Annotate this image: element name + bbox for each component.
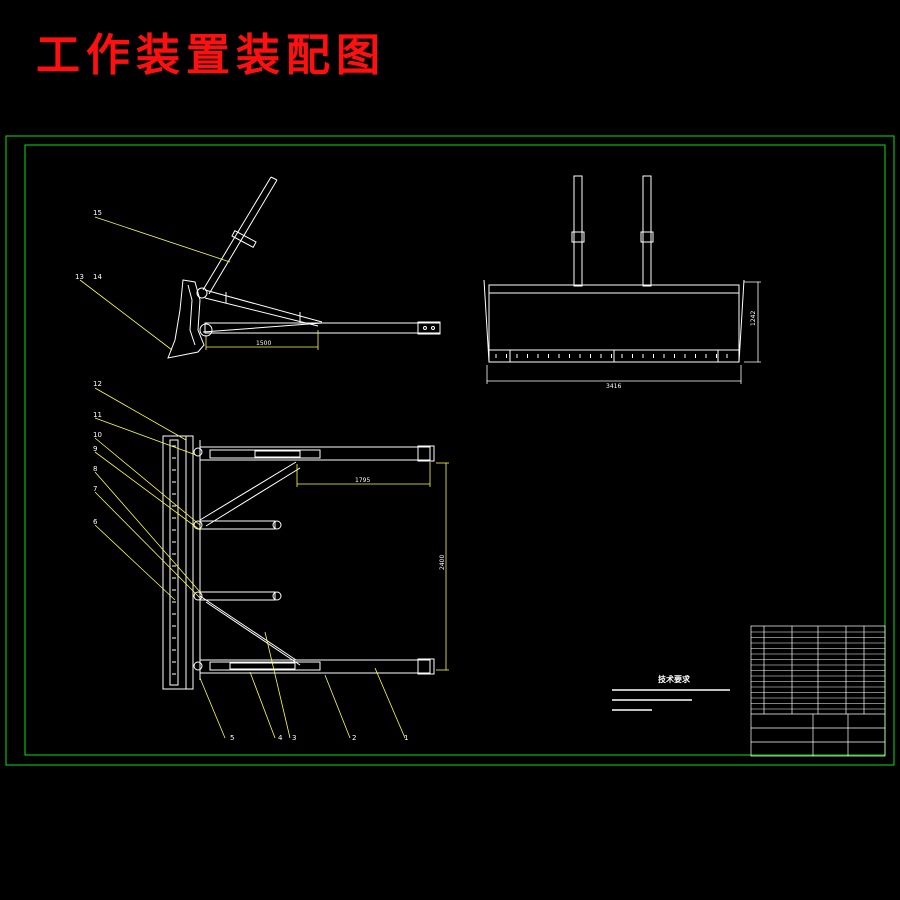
dim-side-length: 1500 (256, 340, 271, 347)
side-lift-rod-b (208, 179, 278, 295)
sheet-frame (5, 135, 895, 766)
front-edge-bolts (495, 354, 728, 358)
plan-lift-cyl-lower (199, 591, 276, 601)
front-view (483, 175, 745, 363)
leader-6 (94, 524, 176, 601)
front-dimension-lines (486, 281, 761, 384)
dim-plan-width: 2400 (439, 555, 446, 570)
side-blade-pin-top (196, 287, 208, 299)
dim-plan-length: 1795 (355, 477, 370, 484)
part-label-14: 14 (93, 273, 102, 281)
plan-pin-3 (193, 591, 203, 601)
part-label-8: 8 (93, 465, 97, 473)
front-end-bit-left (483, 279, 490, 363)
part-label-6: 6 (93, 518, 98, 526)
title-block (750, 625, 886, 757)
part-leaders (79, 216, 406, 739)
side-rear-pin-a (423, 326, 427, 330)
part-label-11: 11 (93, 411, 102, 419)
front-end-bit-right (738, 279, 745, 363)
front-blade-top (488, 284, 740, 294)
inner-border (24, 144, 886, 756)
tech-requirements-lines (612, 689, 730, 711)
leader-5 (199, 677, 226, 739)
parts-list-rows (751, 631, 885, 710)
side-blade-inner (187, 284, 196, 346)
side-blade (167, 279, 205, 359)
part-label-12: 12 (93, 380, 102, 388)
part-label-1: 1 (404, 734, 408, 742)
side-strut (202, 322, 323, 333)
leader-2 (324, 674, 351, 739)
part-label-9: 9 (93, 445, 97, 453)
part-label-2: 2 (352, 734, 356, 742)
front-lift-cyl-right (642, 175, 652, 287)
dimension-lines (205, 330, 449, 671)
leader-12 (94, 387, 187, 441)
plan-arm-bottom (199, 659, 431, 674)
part-label-10: 10 (93, 431, 102, 439)
side-blade-pin-bottom (199, 323, 213, 337)
part-label-7: 7 (93, 485, 97, 493)
leader-15 (94, 216, 231, 263)
front-lift-clamp-right (640, 231, 654, 243)
plan-pin-1 (193, 447, 203, 457)
side-rear-mount (417, 321, 441, 335)
side-lift-rod-cap (270, 176, 278, 181)
leader-11 (94, 417, 197, 456)
front-blade-body (488, 292, 740, 351)
front-lift-cyl-left (573, 175, 583, 287)
plan-brace-lower-a (199, 595, 297, 661)
plan-lift-cyl-lower-end (272, 591, 282, 601)
leader-8 (94, 471, 201, 593)
part-label-13: 13 (75, 273, 84, 281)
side-rear-pin-b (431, 326, 435, 330)
plan-tilt-cyl-bottom (209, 661, 321, 671)
plan-tilt-cyl-top (209, 449, 321, 459)
side-view (167, 176, 441, 359)
front-lift-clamp-left (571, 231, 585, 243)
leader-7 (94, 491, 201, 599)
plan-brace-lower-b (205, 601, 301, 666)
dim-front-height: 1242 (750, 311, 757, 326)
plan-brace-upper-a (199, 461, 297, 521)
plan-blade-edge (169, 439, 179, 686)
plan-view (162, 435, 435, 690)
plan-lift-cyl-upper-end (272, 520, 282, 530)
part-label-5: 5 (230, 734, 234, 742)
side-push-arm (204, 322, 441, 334)
leader-4 (249, 671, 276, 739)
tech-requirements-heading: 技术要求 (658, 674, 691, 684)
side-tilt-cyl-a (204, 289, 323, 323)
side-tilt-cyl-b (204, 297, 319, 327)
drawing-title: 工作装置装配图 (36, 30, 386, 81)
plan-pin-4 (193, 661, 203, 671)
part-label-4: 4 (278, 734, 283, 742)
plan-arm-top (199, 446, 431, 461)
plan-arm-bottom-mount (417, 658, 435, 675)
plan-tilt-cyl-top-body (254, 450, 301, 458)
leader-1 (374, 667, 406, 739)
side-lift-clamp (231, 230, 257, 248)
leader-10 (94, 437, 201, 526)
plan-brace-upper-b (205, 467, 301, 527)
plan-blade (162, 435, 194, 690)
leader-9 (94, 451, 201, 531)
dim-front-width: 3416 (606, 383, 621, 390)
plan-blade-bolts (172, 445, 176, 675)
plan-tilt-cyl-bottom-body (229, 662, 296, 670)
side-lift-rod-a (202, 176, 272, 291)
part-label-3: 3 (292, 734, 296, 742)
plan-pin-2 (193, 520, 203, 530)
leader-3 (264, 631, 291, 739)
leader-13-14 (79, 279, 173, 351)
outer-border (5, 135, 895, 766)
plan-arm-top-mount (417, 445, 435, 462)
part-label-15: 15 (93, 209, 102, 217)
